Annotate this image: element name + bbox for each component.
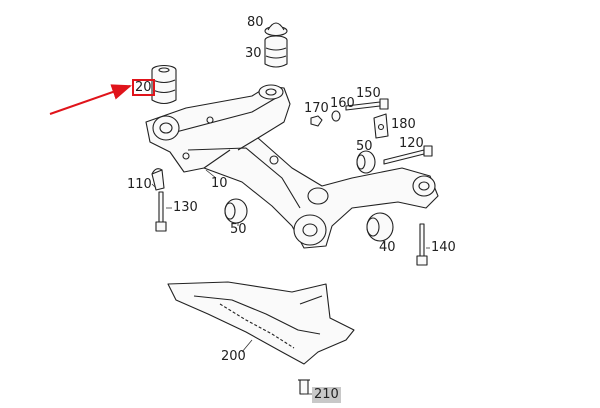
bolt-150 — [345, 98, 389, 111]
leader-line-200 — [241, 339, 253, 353]
bracket-110 — [151, 168, 165, 191]
callout-40: 40 — [379, 240, 396, 255]
underbody-panel-200 — [167, 281, 355, 365]
bolt-130 — [155, 191, 167, 232]
bump-stop-cap-80 — [264, 22, 288, 37]
callout-80: 80 — [247, 15, 264, 30]
nut-170 — [310, 115, 323, 127]
rear-subframe-10 — [145, 84, 439, 249]
mount-bushing-20 — [151, 64, 177, 105]
callout-170: 170 — [304, 101, 329, 116]
bolt-140 — [416, 223, 428, 266]
callout-50-left: 50 — [230, 222, 247, 237]
callout-50-right: 50 — [356, 139, 373, 154]
leader-line-10 — [205, 169, 217, 179]
callout-140: 140 — [431, 240, 456, 255]
mount-bushing-30 — [264, 35, 288, 68]
callout-10: 10 — [211, 176, 228, 191]
bushing-50-right — [356, 150, 376, 174]
callout-30: 30 — [245, 46, 262, 61]
callout-130: 130 — [173, 200, 198, 215]
bushing-50-left — [224, 198, 248, 224]
callout-200: 200 — [221, 349, 246, 364]
callout-180: 180 — [391, 117, 416, 132]
callout-120: 120 — [399, 136, 424, 151]
clip-210 — [298, 379, 310, 395]
bracket-180 — [373, 113, 389, 139]
leader-line-110 — [151, 183, 157, 189]
callout-160: 160 — [330, 96, 355, 111]
bolt-120 — [383, 145, 433, 165]
callout-20-highlighted: 20 — [132, 79, 155, 96]
washer-160 — [331, 110, 341, 122]
callout-150: 150 — [356, 86, 381, 101]
callout-210-highlighted: 210 — [312, 387, 341, 403]
highlight-arrow — [49, 84, 132, 115]
bushing-40 — [366, 212, 394, 242]
callout-110: 110 — [127, 177, 152, 192]
